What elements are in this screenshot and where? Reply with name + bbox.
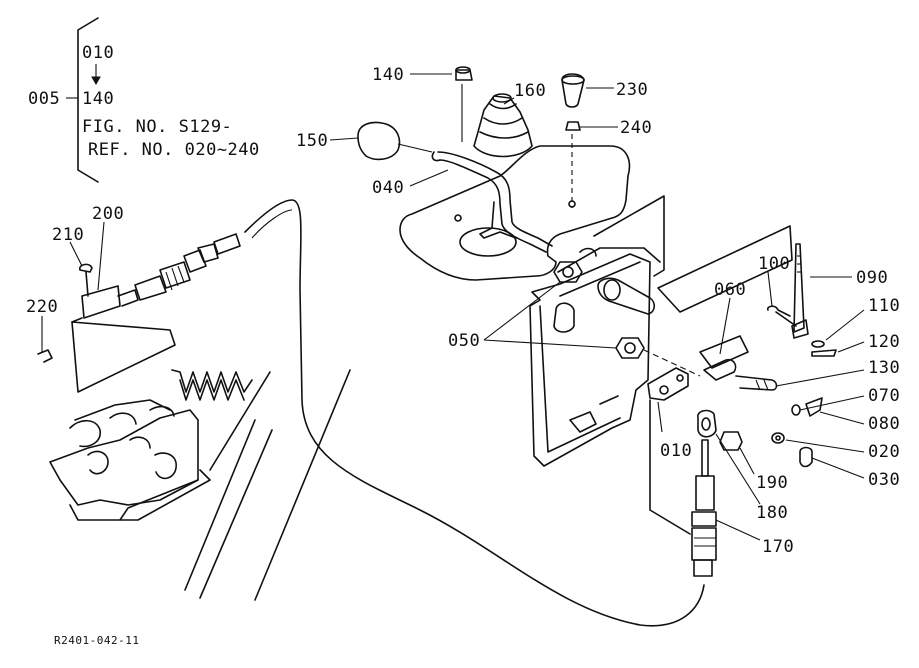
clip-220 <box>37 349 53 363</box>
cable-end-valve <box>37 233 241 363</box>
callout-030: 030 <box>868 470 900 490</box>
nut-050-b <box>615 337 645 359</box>
callout-240: 240 <box>620 118 652 138</box>
grommet <box>455 66 473 142</box>
shift-lever <box>431 151 553 253</box>
callout-090: 090 <box>856 268 888 288</box>
rubber-boot <box>473 93 533 158</box>
callout-110: 110 <box>868 296 900 316</box>
pin-120 <box>811 349 837 357</box>
cable-bracket <box>81 285 121 319</box>
nut-240 <box>565 121 581 131</box>
assembly-group-label: 005 <box>28 89 60 109</box>
callout-160: 160 <box>514 81 546 101</box>
floor-plate-hole <box>459 227 517 257</box>
washer-070 <box>791 404 801 416</box>
valve-body <box>49 409 199 506</box>
callout-020: 020 <box>868 442 900 462</box>
pin-210 <box>79 263 93 273</box>
ball-joint-180 <box>697 409 717 438</box>
valve-base-plate <box>69 469 211 521</box>
bolt-100 <box>766 305 791 317</box>
callout-040: 040 <box>372 178 404 198</box>
rod-090 <box>793 243 805 333</box>
washer-110 <box>811 340 825 348</box>
callout-190: 190 <box>756 473 788 493</box>
callout-080: 080 <box>868 414 900 434</box>
range-arrow-head <box>91 76 101 86</box>
control-valve <box>49 321 351 601</box>
callout-220: 220 <box>26 297 58 317</box>
nut-190 <box>719 431 743 451</box>
callout-120: 120 <box>868 332 900 352</box>
callout-050: 050 <box>448 331 480 351</box>
valve-mount-plate <box>71 321 176 393</box>
washer-020 <box>771 432 785 444</box>
lever-arm-010 <box>647 367 689 401</box>
fig-ref-text: FIG. NO. S129- <box>82 117 232 137</box>
callout-130: 130 <box>868 358 900 378</box>
floor-plate <box>399 145 631 281</box>
valve-spring-plate <box>171 369 253 393</box>
callout-210: 210 <box>52 225 84 245</box>
callout-100: 100 <box>758 254 790 274</box>
control-cable <box>244 199 705 627</box>
lever-grip <box>357 121 433 161</box>
lever-rod <box>439 159 547 253</box>
callout-150: 150 <box>296 131 328 151</box>
assembly-range-end: 140 <box>82 89 114 109</box>
clip-080 <box>805 397 823 417</box>
assembly-brace <box>77 17 99 183</box>
callout-200: 200 <box>92 204 124 224</box>
knob <box>561 73 585 208</box>
callout-140: 140 <box>372 65 404 85</box>
callout-010: 010 <box>660 441 692 461</box>
leader-lines <box>41 73 865 541</box>
cable-end-170 <box>695 475 715 511</box>
assembly-range-start: 010 <box>82 43 114 63</box>
assembly-reference: 005 010 140 FIG. NO. S129- REF. NO. 020~… <box>28 17 260 183</box>
callout-170: 170 <box>762 537 794 557</box>
callout-060: 060 <box>714 280 746 300</box>
drawing-code: R2401-042-11 <box>54 634 139 647</box>
callout-180: 180 <box>756 503 788 523</box>
bolt-030 <box>799 446 813 468</box>
ref-no-text: REF. NO. 020~240 <box>88 140 260 160</box>
mounting-bracket <box>529 195 837 577</box>
nut-050-a <box>553 261 583 283</box>
callout-230: 230 <box>616 80 648 100</box>
callouts: 140 160 230 240 150 040 200 210 220 050 … <box>26 65 900 557</box>
callout-070: 070 <box>868 386 900 406</box>
shaft-060 <box>597 277 656 315</box>
